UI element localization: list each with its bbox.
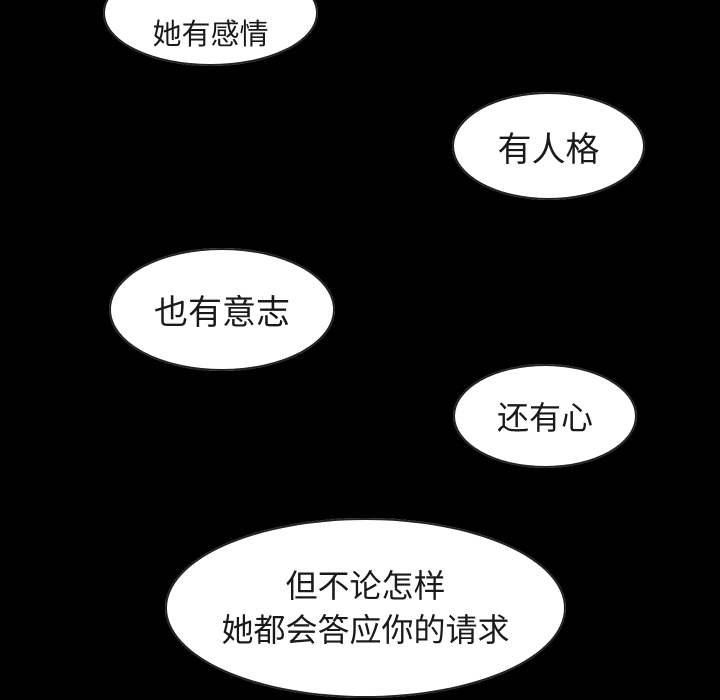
bubble-line: 但不论怎样 [285,567,446,605]
bubble-text: 她有感情 [152,11,268,53]
bubble-text: 还有心 [497,393,593,439]
speech-bubble-feelings: 她有感情 [103,0,318,66]
speech-bubble-personality: 有人格 [452,92,645,200]
bubble-line: 还有心 [496,399,593,437]
bubble-text: 但不论怎样 她都会答应你的请求 [221,564,509,652]
speech-bubble-will: 也有意志 [109,248,335,371]
bubble-line: 也有意志 [154,293,290,333]
bubble-line: 她都会答应你的请求 [221,611,510,649]
bubble-line: 有人格 [497,129,600,170]
bubble-text: 有人格 [498,122,600,171]
speech-bubble-heart: 还有心 [453,364,637,468]
bubble-line: 她有感情 [152,17,269,51]
speech-bubble-request: 但不论怎样 她都会答应你的请求 [165,518,566,698]
bubble-text: 也有意志 [154,285,290,334]
